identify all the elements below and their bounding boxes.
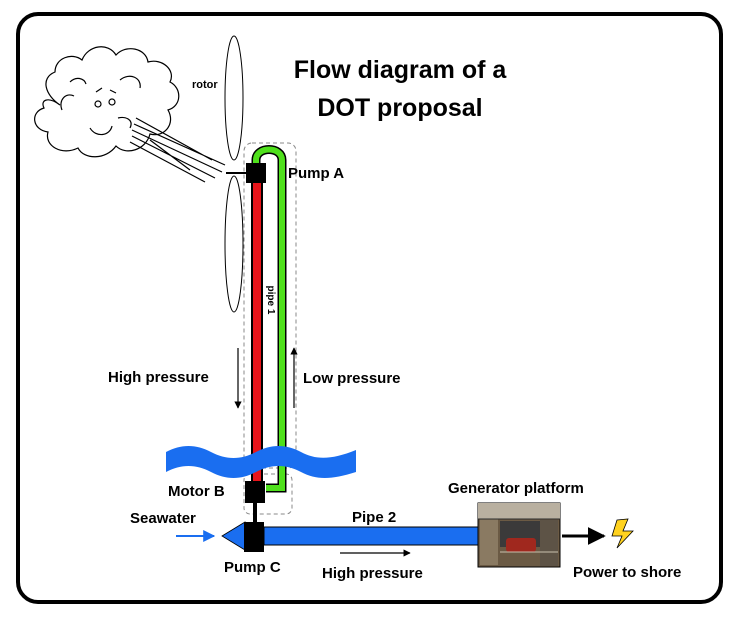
motor-b-block [245,481,265,503]
pipe2-label: Pipe 2 [352,509,396,526]
motor-b-label: Motor B [168,483,225,500]
high-pressure-pipe [253,180,261,482]
title-line-1: Flow diagram of a [294,56,508,84]
pipe2 [263,526,479,546]
motor-enclosure [243,473,293,515]
pump-a-block [246,163,266,183]
pipe1-enclosure [243,142,297,469]
wind-cloud-icon [34,46,226,183]
seawater-label: Seawater [130,510,196,527]
high-pressure-label-bottom: High pressure [322,565,423,582]
pump-c-label: Pump C [224,559,281,576]
diagram-frame [16,12,723,604]
lightning-icon [611,518,634,549]
generator-platform-label: Generator platform [448,480,584,497]
generator-platform-image [477,502,561,568]
pump-a-label: Pump A [288,165,344,182]
motor-shaft [253,503,257,523]
high-pressure-label-left: High pressure [108,369,209,386]
pipe1-label: pipe 1 [265,286,276,315]
title-line-2: DOT proposal [317,94,482,122]
pump-c-block [244,522,264,552]
intake-funnel [221,521,246,551]
power-to-shore-label: Power to shore [573,564,681,581]
low-pressure-label: Low pressure [303,370,401,387]
low-pressure-pipe [253,146,285,491]
rotor-icon [224,35,248,313]
rotor-label: rotor [192,79,218,91]
sea-surface-waves [166,446,356,478]
